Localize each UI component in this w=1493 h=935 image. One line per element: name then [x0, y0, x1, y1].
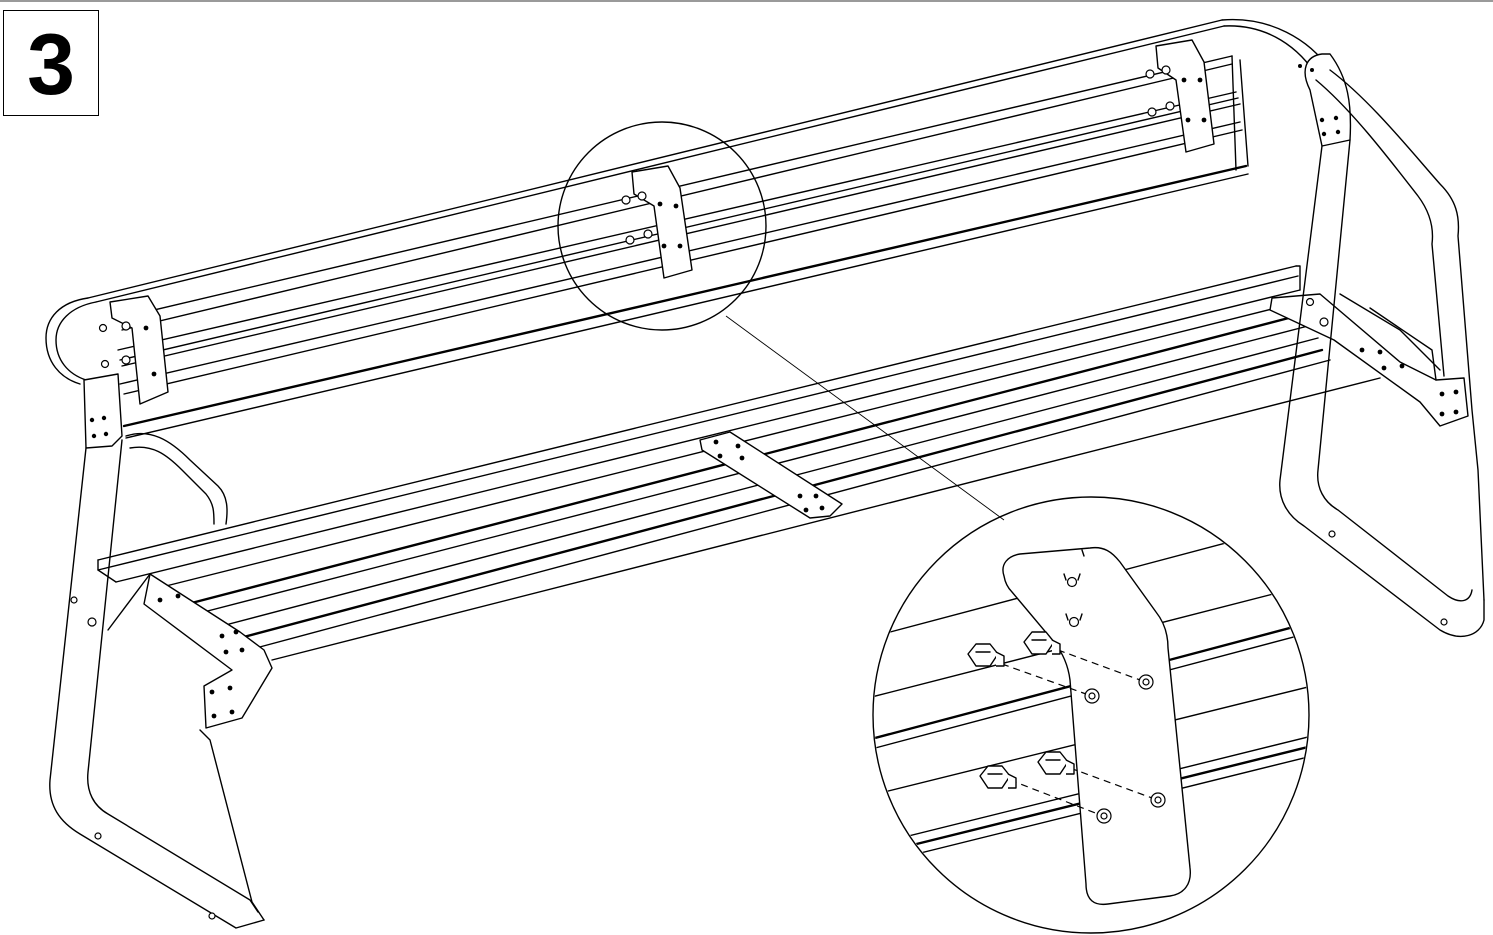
detail-callout: [557, 121, 1310, 934]
backrest-bracket-right: [1145, 39, 1215, 153]
backrest-bracket-left: [98, 295, 169, 405]
detail-zoom-view: [874, 517, 1308, 906]
backrest-bracket-center: [621, 165, 693, 279]
top-rule: [0, 0, 1493, 2]
backrest: [45, 18, 1331, 439]
step-number: 3: [27, 17, 75, 113]
bolt-bottom-right: [1037, 751, 1075, 775]
bolt-top-left: [967, 643, 1005, 667]
step-number-box: 3: [3, 10, 99, 116]
leg-frame-right: [1279, 53, 1485, 638]
seat-bracket-left: [107, 573, 273, 729]
leg-frame-left: [49, 373, 265, 929]
bolt-bottom-left: [979, 765, 1017, 789]
seat-bracket-right: [1269, 293, 1469, 427]
bolt-top-right: [1023, 631, 1061, 655]
seat-center-bracket: [699, 431, 843, 519]
